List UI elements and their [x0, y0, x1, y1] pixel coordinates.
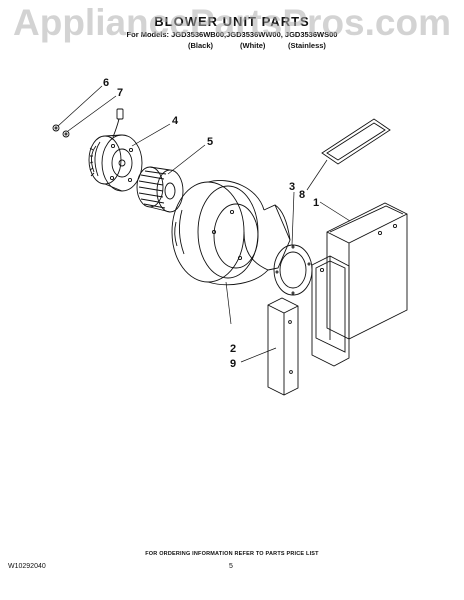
callout-2: 2 — [230, 343, 236, 355]
gasket-ring-part-3 — [273, 244, 313, 296]
gasket-strip-part-8 — [321, 118, 391, 165]
blower-wheel-part-5 — [136, 166, 184, 213]
box-housing-part-1 — [311, 202, 408, 367]
callout-1: 1 — [313, 197, 319, 209]
callout-5: 5 — [207, 136, 213, 148]
callout-labels: 6 7 4 5 3 8 1 2 9 — [103, 77, 319, 370]
leader-lines — [57, 85, 351, 363]
motor-part-4 — [88, 108, 143, 192]
callout-4: 4 — [172, 115, 179, 127]
color-label-black: (Black) — [188, 41, 214, 50]
models-line: For Models: JGD3536WB00,JGD3536WW00, JGD… — [126, 30, 338, 39]
callout-7: 7 — [117, 87, 123, 99]
blower-housing-part-2 — [171, 180, 291, 286]
document-number: W10292040 — [8, 563, 46, 570]
page-title: BLOWER UNIT PARTS — [154, 14, 310, 29]
plate-part-9 — [267, 297, 299, 396]
callout-9: 9 — [230, 358, 236, 370]
callout-3: 3 — [289, 181, 295, 193]
page-number: 5 — [229, 563, 233, 570]
screw-part-7 — [62, 130, 70, 138]
color-label-white: (White) — [240, 41, 266, 50]
ordering-note: FOR ORDERING INFORMATION REFER TO PARTS … — [145, 551, 319, 557]
screw-part-6 — [52, 124, 60, 132]
color-label-stainless: (Stainless) — [288, 41, 326, 50]
callout-6: 6 — [103, 77, 109, 89]
callout-8: 8 — [299, 189, 305, 201]
